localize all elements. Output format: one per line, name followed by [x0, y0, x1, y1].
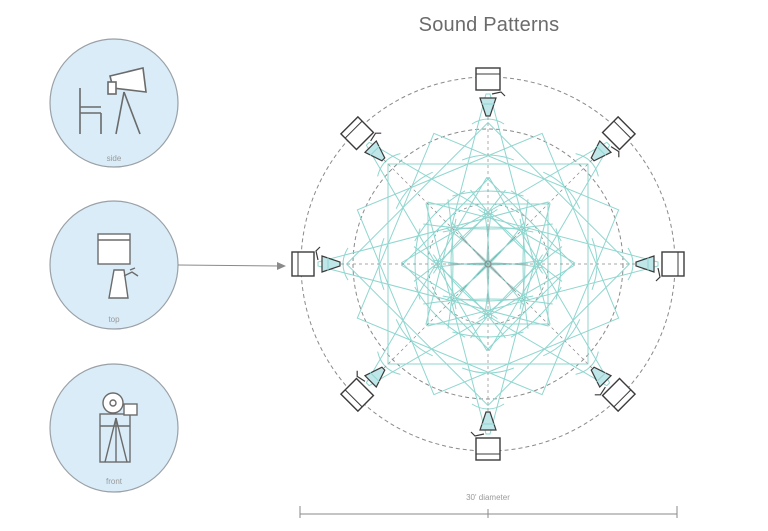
- sound-pattern: [300, 76, 676, 452]
- cone-band: [369, 371, 381, 383]
- speaker-bracket: [610, 146, 620, 158]
- speaker-on-stand-icon: [107, 67, 147, 135]
- speaker-bracket: [594, 386, 606, 396]
- speaker-box: [601, 115, 637, 151]
- beam-axis: [371, 147, 517, 293]
- cone-band: [369, 145, 381, 157]
- speaker-unit: [635, 251, 685, 282]
- overlap-square: [356, 132, 620, 396]
- overlap-square: [356, 132, 620, 396]
- front-caption: front: [106, 477, 123, 486]
- speaker-box: [339, 115, 375, 151]
- beam-outline: [365, 176, 576, 387]
- speaker-cone: [479, 97, 497, 117]
- speaker-box: [291, 251, 315, 277]
- speaker-unit: [470, 411, 501, 461]
- top-view: top: [49, 200, 179, 330]
- speaker-box-line: [344, 389, 363, 408]
- speaker-bracket: [356, 370, 366, 382]
- cone-band: [595, 371, 607, 383]
- speaker-box-line: [344, 120, 363, 139]
- arrow-icon: [177, 262, 286, 270]
- page-title: Sound Patterns: [418, 14, 560, 36]
- center-point: [484, 260, 492, 268]
- beam-outline: [400, 176, 611, 387]
- beam-outline: [425, 203, 551, 435]
- beam-outline: [317, 201, 549, 327]
- side-view-circle: [49, 38, 179, 168]
- dimension-label: 30' diameter: [466, 493, 510, 502]
- beam-outline: [365, 141, 576, 352]
- top-view-circle: [49, 200, 179, 330]
- speaker-cone: [635, 255, 655, 273]
- speaker-unit: [339, 366, 386, 413]
- dimension-line: [299, 506, 678, 518]
- chair-icon: [79, 88, 102, 134]
- speaker-ring: [291, 67, 685, 461]
- speaker-top-icon: [97, 233, 139, 299]
- speaker-cone: [321, 255, 341, 273]
- coverage-lobe: [423, 203, 553, 435]
- speaker-bracket: [370, 132, 382, 142]
- speaker-unit: [590, 115, 637, 162]
- speaker-bracket: [470, 431, 485, 437]
- speaker-box: [601, 377, 637, 413]
- speaker-box-line: [613, 120, 632, 139]
- speaker-unit: [590, 366, 637, 413]
- speaker-box-line: [613, 389, 632, 408]
- front-view: front: [49, 363, 179, 493]
- speaker-box: [339, 377, 375, 413]
- coverage-lobe: [365, 141, 576, 352]
- beam-axis: [459, 235, 605, 381]
- beam-axis: [371, 235, 517, 381]
- speaker-bracket: [655, 267, 661, 282]
- top-caption: top: [108, 315, 120, 324]
- speaker-front-icon: [99, 392, 138, 463]
- cone-band: [595, 145, 607, 157]
- speaker-bracket: [315, 246, 321, 261]
- side-caption: side: [107, 154, 122, 163]
- overlap-square: [387, 163, 589, 365]
- speaker-cone: [479, 411, 497, 431]
- speaker-box: [661, 251, 685, 277]
- side-view: side: [49, 38, 179, 168]
- speaker-unit: [339, 115, 386, 162]
- speaker-box: [475, 67, 501, 91]
- speaker-box: [475, 437, 501, 461]
- speaker-unit: [475, 67, 506, 117]
- speaker-bracket: [491, 91, 506, 97]
- speaker-unit: [291, 246, 341, 277]
- beam-axis: [459, 147, 605, 293]
- overlap-square: [345, 121, 631, 407]
